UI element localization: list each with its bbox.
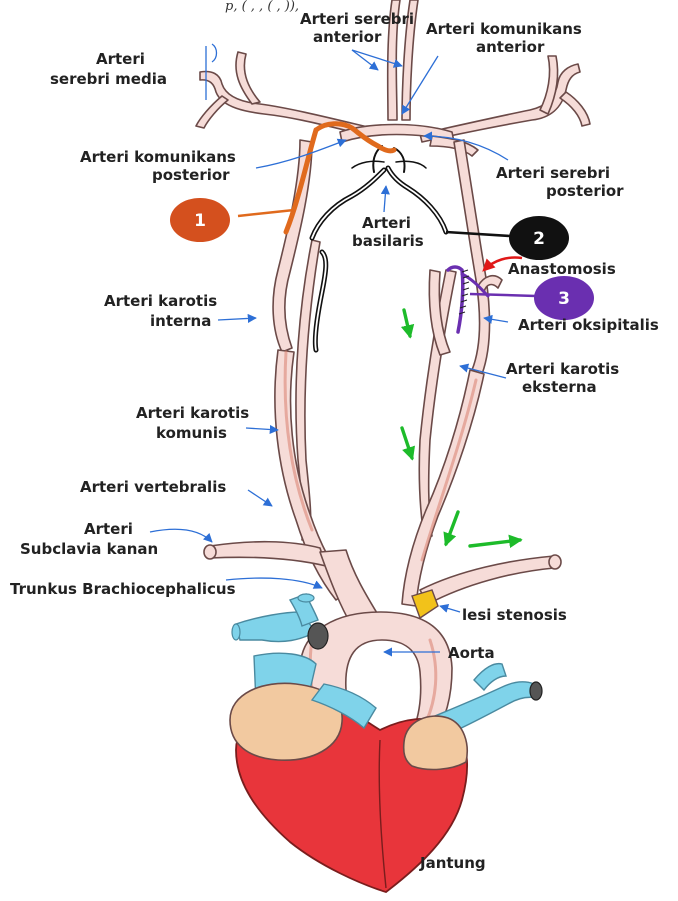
internal-carotid-artery-right [454,140,489,374]
badge-1: 1 [170,198,230,242]
badge-3: 3 [534,276,594,320]
label-vertebral: Arteri vertebralis [80,478,226,496]
label-heart: Jantung [419,854,486,872]
flow-arrow-3 [446,512,458,544]
badge-3-label: 3 [558,289,570,309]
label-anterior-cerebral: Arteri serebri anterior [300,10,419,46]
label-anterior-communicating: Arteri komunikans anterior [426,20,587,56]
left-atrium [404,716,468,769]
label-stenosis: lesi stenosis [462,606,567,624]
label-basilar: Arteri basilaris [352,214,424,250]
stenosis-lesion [412,590,438,618]
label-occipital: Arteri oksipitalis [518,316,659,334]
flow-arrow-2 [402,428,412,458]
label-brachiocephalic: Trunkus Brachiocephalicus [10,580,236,598]
label-external-carotid: Arteri karotis eksterna [506,360,624,396]
label-common-carotid: Arteri karotis komunis [136,404,254,442]
label-internal-carotid: Arteri karotis interna [104,292,222,330]
subclavian-artery-right [210,542,326,566]
flow-arrow-4 [470,540,520,546]
top-caption: p, ( , , ( , )), [225,0,299,14]
label-aorta: Aorta [448,644,495,662]
label-posterior-communicating: Arteri komunikans posterior [80,148,241,184]
badge-1-label: 1 [194,211,206,231]
label-subclavian: Arteri Subclavia kanan [20,520,158,558]
badge-2-label: 2 [533,229,545,249]
label-anastomosis: Anastomosis [508,260,616,278]
badge-2: 2 [509,216,569,260]
subclavian-artery-left [420,556,554,604]
flow-arrow-1 [404,310,410,336]
label-posterior-cerebral: Arteri serebri posterior [496,164,624,200]
label-middle-cerebral: Arteri serebri media [50,50,167,88]
